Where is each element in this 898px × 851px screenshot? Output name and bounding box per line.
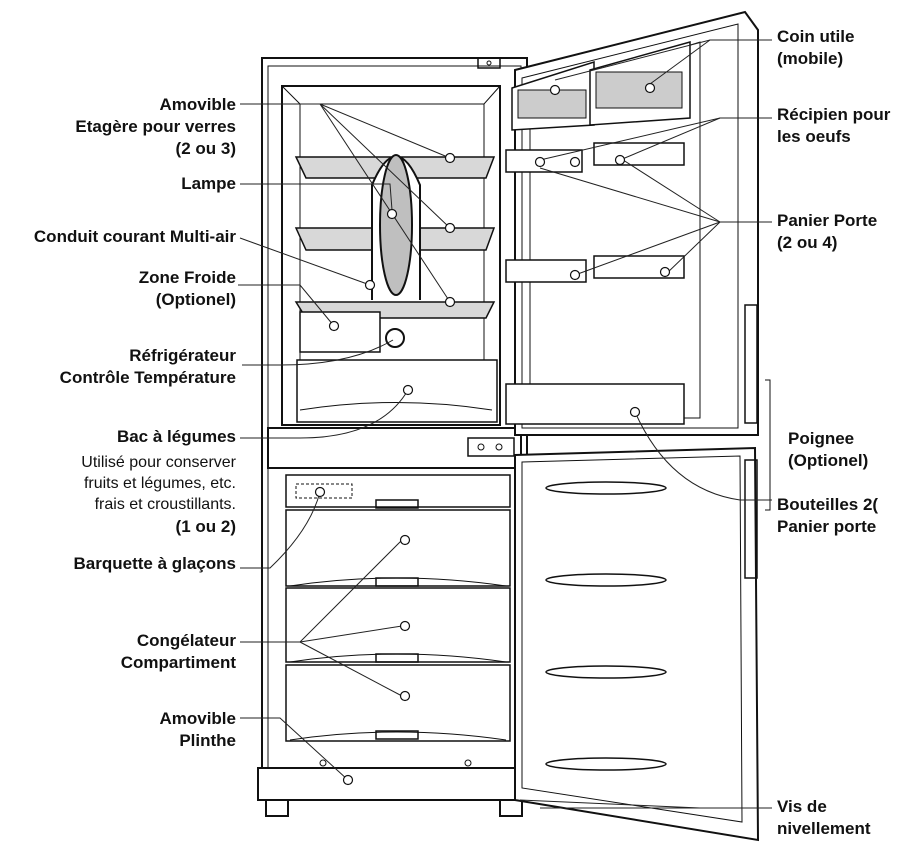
- label-poignee: Poignee (Optionel): [788, 428, 868, 472]
- label-amovible-shelf-1: Amovible: [159, 95, 236, 114]
- label-plinthe-2: Plinthe: [179, 731, 236, 750]
- label-refrigerateur-1: Réfrigérateur: [129, 346, 236, 365]
- door-basket: [594, 256, 684, 278]
- leveling-foot: [266, 800, 288, 816]
- label-recipien-1: Récipien pour: [777, 105, 891, 124]
- egg-tray: [594, 143, 684, 165]
- freezer-drawers: [286, 475, 510, 741]
- label-coin-utile-2: (mobile): [777, 49, 844, 68]
- vegetable-crisper: [297, 360, 497, 422]
- label-coin-utile: Coin utile (mobile): [777, 26, 854, 70]
- lamp: [380, 155, 412, 295]
- label-panier-porte-2: (2 ou 4): [777, 233, 838, 252]
- label-poignee-2: (Optionel): [788, 451, 869, 470]
- label-zone-froide-1: Zone Froide: [138, 268, 236, 287]
- plinth: [258, 768, 532, 800]
- label-panier-porte: Panier Porte (2 ou 4): [777, 210, 877, 254]
- label-coin-utile-1: Coin utile: [777, 27, 855, 46]
- leveling-foot: [500, 800, 522, 816]
- freezer-door-ribs: [546, 482, 666, 770]
- label-barquette: Barquette à glaçons: [73, 554, 237, 573]
- fridge-compartment: [282, 86, 500, 425]
- compartment-divider: [268, 428, 521, 468]
- dairy-compartment: [512, 42, 690, 130]
- multi-air-duct: [372, 155, 420, 300]
- label-multi-air: Conduit courant Multi-air: [33, 227, 236, 246]
- label-plinthe-1: Amovible: [159, 709, 236, 728]
- label-vis-1: Vis de: [777, 797, 827, 816]
- label-bouteilles-2: Panier porte: [777, 517, 877, 536]
- door-handle: [745, 460, 757, 578]
- label-bouteilles: Bouteilles 2( Panier porte: [777, 494, 897, 538]
- label-vis: Vis de nivellement: [777, 796, 871, 840]
- label-bac-desc: Utilisé pour conserver fruits et légumes…: [81, 452, 236, 515]
- door-handle: [745, 305, 757, 423]
- label-bac-count: (1 ou 2): [175, 517, 236, 536]
- label-plinthe: Amovible Plinthe: [159, 708, 236, 752]
- label-bac-desc-2: fruits et légumes, etc.: [83, 475, 236, 492]
- label-amovible-shelf-2: Etagère pour verres: [75, 117, 236, 136]
- cold-zone-box: [300, 312, 380, 352]
- label-bouteilles-1: Bouteilles 2(: [777, 495, 879, 514]
- label-bac-desc-3: frais et croustillants.: [94, 496, 236, 513]
- label-congelateur-1: Congélateur: [136, 631, 236, 650]
- label-amovible-shelf-3: (2 ou 3): [175, 139, 236, 158]
- label-zone-froide-2: (Optionel): [155, 290, 236, 309]
- label-congelateur: Congélateur Compartiment: [121, 630, 236, 674]
- label-panier-porte-1: Panier Porte: [777, 211, 878, 230]
- label-zone-froide: Zone Froide (Optionel): [139, 267, 236, 311]
- label-amovible-shelf: Amovible Etagère pour verres (2 ou 3): [75, 94, 236, 160]
- label-lampe: Lampe: [181, 174, 236, 193]
- freezer-door: [515, 448, 758, 840]
- temperature-control: [386, 329, 404, 347]
- label-recipien-2: les oeufs: [777, 127, 851, 146]
- label-poignee-1: Poignee: [788, 429, 855, 448]
- bottle-basket: [506, 384, 684, 424]
- label-bac: Bac à légumes: [116, 427, 236, 446]
- label-congelateur-2: Compartiment: [120, 653, 236, 672]
- label-vis-2: nivellement: [777, 819, 871, 838]
- label-bac-desc-1: Utilisé pour conserver: [81, 454, 236, 471]
- label-recipien: Récipien pour les oeufs: [777, 104, 890, 148]
- label-refrigerateur-2: Contrôle Température: [59, 368, 236, 387]
- label-refrigerateur: Réfrigérateur Contrôle Température: [60, 345, 236, 389]
